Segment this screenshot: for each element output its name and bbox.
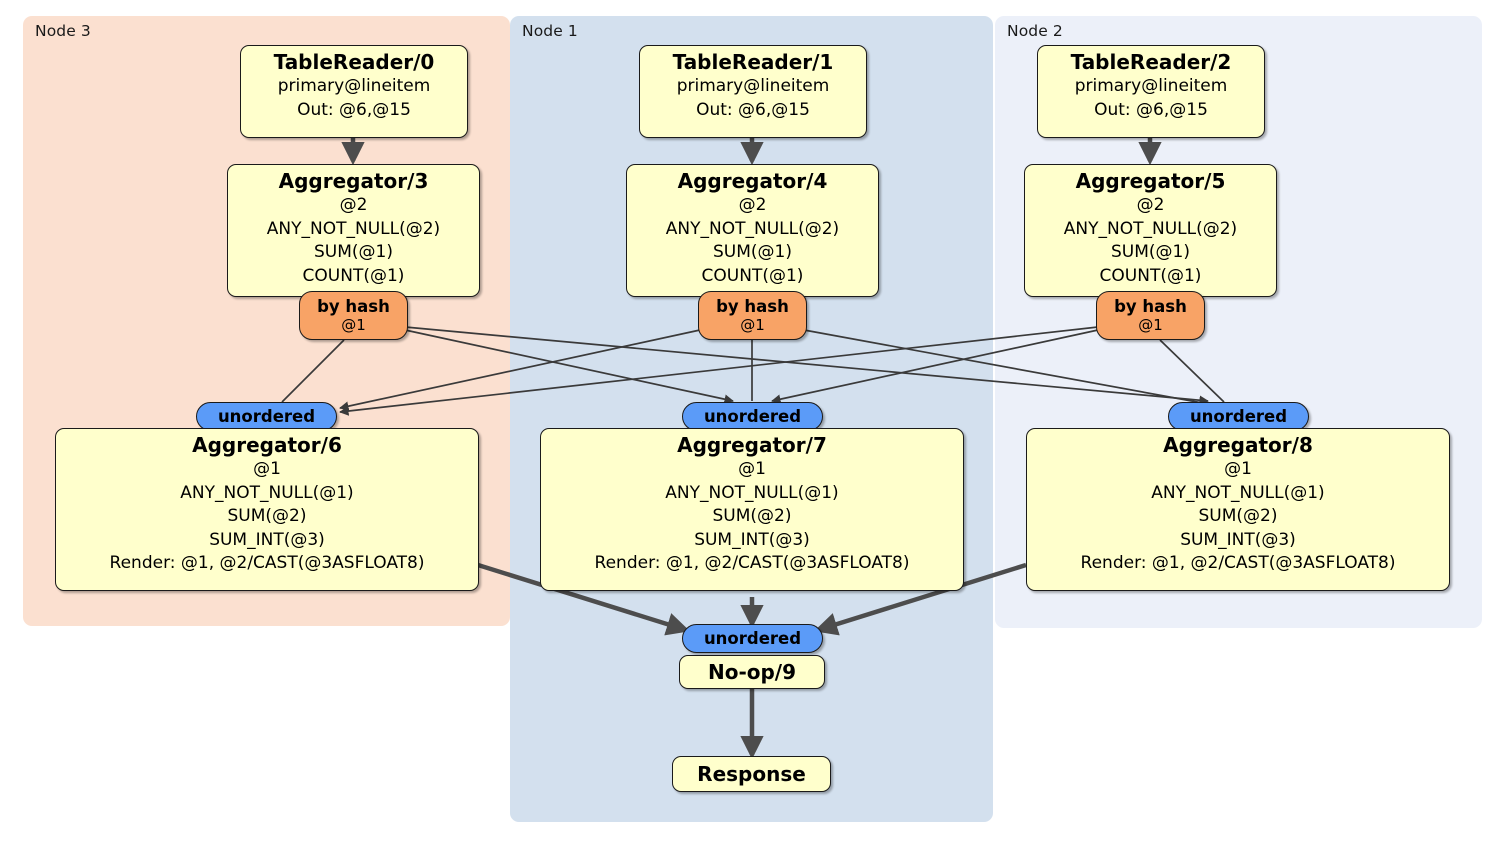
- edge-hash2-to-unordered-right: [1159, 339, 1225, 403]
- aggregator-8-box[interactable]: Aggregator/8 @1 ANY_NOT_NULL(@1) SUM(@2)…: [1026, 428, 1450, 591]
- table-reader-1-box[interactable]: TableReader/1 primary@lineitem Out: @6,@…: [639, 45, 867, 138]
- aggregator-6-line-2: ANY_NOT_NULL(@1): [180, 482, 354, 503]
- aggregator-5-box[interactable]: Aggregator/5 @2 ANY_NOT_NULL(@2) SUM(@1)…: [1024, 164, 1277, 297]
- aggregator-5-line-1: @2: [1136, 195, 1165, 215]
- aggregator-6-box[interactable]: Aggregator/6 @1 ANY_NOT_NULL(@1) SUM(@2)…: [55, 428, 479, 591]
- aggregator-3-line-1: @2: [339, 195, 368, 215]
- router-by-hash-node3[interactable]: by hash @1: [299, 291, 408, 340]
- table-reader-0-title: TableReader/0: [273, 50, 435, 74]
- router-by-hash-node2-title: by hash: [1114, 297, 1187, 316]
- aggregator-3-line-2: ANY_NOT_NULL(@2): [266, 218, 441, 239]
- aggregator-3-box[interactable]: Aggregator/3 @2 ANY_NOT_NULL(@2) SUM(@1)…: [227, 164, 480, 297]
- synchronizer-unordered-final[interactable]: unordered: [682, 624, 823, 653]
- node-panel-label-node3: Node 3: [35, 22, 91, 40]
- aggregator-8-line-1: @1: [1224, 459, 1252, 479]
- aggregator-5-line-4: COUNT(@1): [1099, 265, 1202, 286]
- edge-hash3-to-unordered-left: [281, 339, 345, 403]
- aggregator-7-render-line: Render: @1, @2/CAST(@3ASFLOAT8): [594, 553, 910, 573]
- edge-hash3-to-unordered-right: [404, 326, 1209, 405]
- synchronizer-unordered-node2[interactable]: unordered: [1168, 402, 1309, 431]
- synchronizer-unordered-final-title: unordered: [703, 629, 802, 648]
- aggregator-4-line-2: ANY_NOT_NULL(@2): [665, 218, 840, 239]
- edge-hash2-to-unordered-center: [771, 329, 1099, 404]
- aggregator-4-title: Aggregator/4: [677, 169, 828, 193]
- aggregator-5-line-2: ANY_NOT_NULL(@2): [1063, 218, 1238, 239]
- aggregator-7-title: Aggregator/7: [677, 433, 827, 457]
- edge-agg8-to-merge: [813, 562, 1027, 636]
- aggregator-4-line-1: @2: [738, 195, 767, 215]
- aggregator-4-line-3: SUM(@1): [713, 242, 792, 262]
- aggregator-4-box[interactable]: Aggregator/4 @2 ANY_NOT_NULL(@2) SUM(@1)…: [626, 164, 879, 297]
- aggregator-8-title: Aggregator/8: [1163, 433, 1313, 457]
- table-reader-0-box[interactable]: TableReader/0 primary@lineitem Out: @6,@…: [240, 45, 468, 138]
- aggregator-7-box[interactable]: Aggregator/7 @1 ANY_NOT_NULL(@1) SUM(@2)…: [540, 428, 964, 591]
- edge-hash1-to-unordered-left: [339, 329, 701, 411]
- table-reader-2-box[interactable]: TableReader/2 primary@lineitem Out: @6,@…: [1037, 45, 1265, 138]
- router-by-hash-node2[interactable]: by hash @1: [1096, 291, 1205, 340]
- no-op-9-title: No-op/9: [707, 659, 797, 684]
- aggregator-4-line-4: COUNT(@1): [701, 265, 804, 286]
- aggregator-6-line-3: SUM(@2): [227, 506, 307, 526]
- router-by-hash-node3-title: by hash: [317, 297, 390, 316]
- aggregator-6-title: Aggregator/6: [192, 433, 342, 457]
- table-reader-1-title: TableReader/1: [672, 50, 834, 74]
- no-op-9-box[interactable]: No-op/9: [679, 655, 825, 689]
- table-reader-0-line-2: Out: @6,@15: [297, 99, 411, 120]
- synchronizer-unordered-node3[interactable]: unordered: [196, 402, 337, 431]
- edge-agg6-to-merge: [477, 562, 691, 636]
- aggregator-7-line-1: @1: [738, 459, 766, 479]
- aggregator-6-line-1: @1: [253, 459, 281, 479]
- aggregator-8-render-line: Render: @1, @2/CAST(@3ASFLOAT8): [1080, 553, 1396, 573]
- synchronizer-unordered-node2-title: unordered: [1189, 407, 1288, 426]
- router-by-hash-node2-column: @1: [1138, 316, 1163, 334]
- router-by-hash-node1[interactable]: by hash @1: [698, 291, 807, 340]
- synchronizer-unordered-node3-title: unordered: [217, 407, 316, 426]
- node-panel-label-node1: Node 1: [522, 22, 578, 40]
- aggregator-7-line-2: ANY_NOT_NULL(@1): [665, 482, 839, 503]
- aggregator-3-title: Aggregator/3: [278, 169, 429, 193]
- router-by-hash-node1-column: @1: [740, 316, 765, 334]
- aggregator-8-line-3: SUM(@2): [1198, 506, 1278, 526]
- node-panel-label-node2: Node 2: [1007, 22, 1063, 40]
- synchronizer-unordered-node1-title: unordered: [703, 407, 802, 426]
- table-reader-1-line-2: Out: @6,@15: [696, 99, 810, 120]
- router-by-hash-node3-column: @1: [341, 316, 366, 334]
- aggregator-3-line-3: SUM(@1): [314, 242, 393, 262]
- edge-hash3-to-unordered-center: [404, 329, 734, 404]
- response-box[interactable]: Response: [672, 756, 831, 792]
- edge-hash2-to-unordered-left: [339, 326, 1099, 416]
- aggregator-7-line-3: SUM(@2): [712, 506, 792, 526]
- table-reader-2-line-1: primary@lineitem: [1074, 76, 1228, 96]
- aggregator-8-line-2: ANY_NOT_NULL(@1): [1151, 482, 1325, 503]
- table-reader-0-line-1: primary@lineitem: [277, 76, 431, 96]
- aggregator-6-render-line: Render: @1, @2/CAST(@3ASFLOAT8): [109, 553, 425, 573]
- response-title: Response: [697, 761, 806, 786]
- table-reader-2-line-2: Out: @6,@15: [1094, 99, 1208, 120]
- synchronizer-unordered-node1[interactable]: unordered: [682, 402, 823, 431]
- aggregator-7-line-4: SUM_INT(@3): [694, 529, 810, 550]
- edge-hash1-to-unordered-right: [803, 329, 1209, 408]
- aggregator-5-title: Aggregator/5: [1075, 169, 1226, 193]
- aggregator-3-line-4: COUNT(@1): [302, 265, 405, 286]
- aggregator-5-line-3: SUM(@1): [1111, 242, 1190, 262]
- aggregator-6-line-4: SUM_INT(@3): [209, 529, 325, 550]
- router-by-hash-node1-title: by hash: [716, 297, 789, 316]
- aggregator-8-line-4: SUM_INT(@3): [1180, 529, 1296, 550]
- table-reader-1-line-1: primary@lineitem: [676, 76, 830, 96]
- table-reader-2-title: TableReader/2: [1070, 50, 1232, 74]
